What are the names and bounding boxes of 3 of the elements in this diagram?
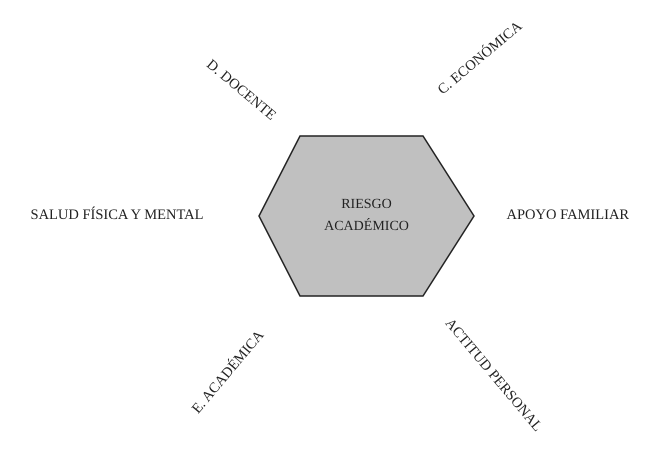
hexagon-node: RIESGO ACADÉMICO (258, 135, 475, 297)
factor-label: SALUD FÍSICA Y MENTAL (30, 206, 204, 224)
factor-label: APOYO FAMILIAR (506, 206, 630, 224)
